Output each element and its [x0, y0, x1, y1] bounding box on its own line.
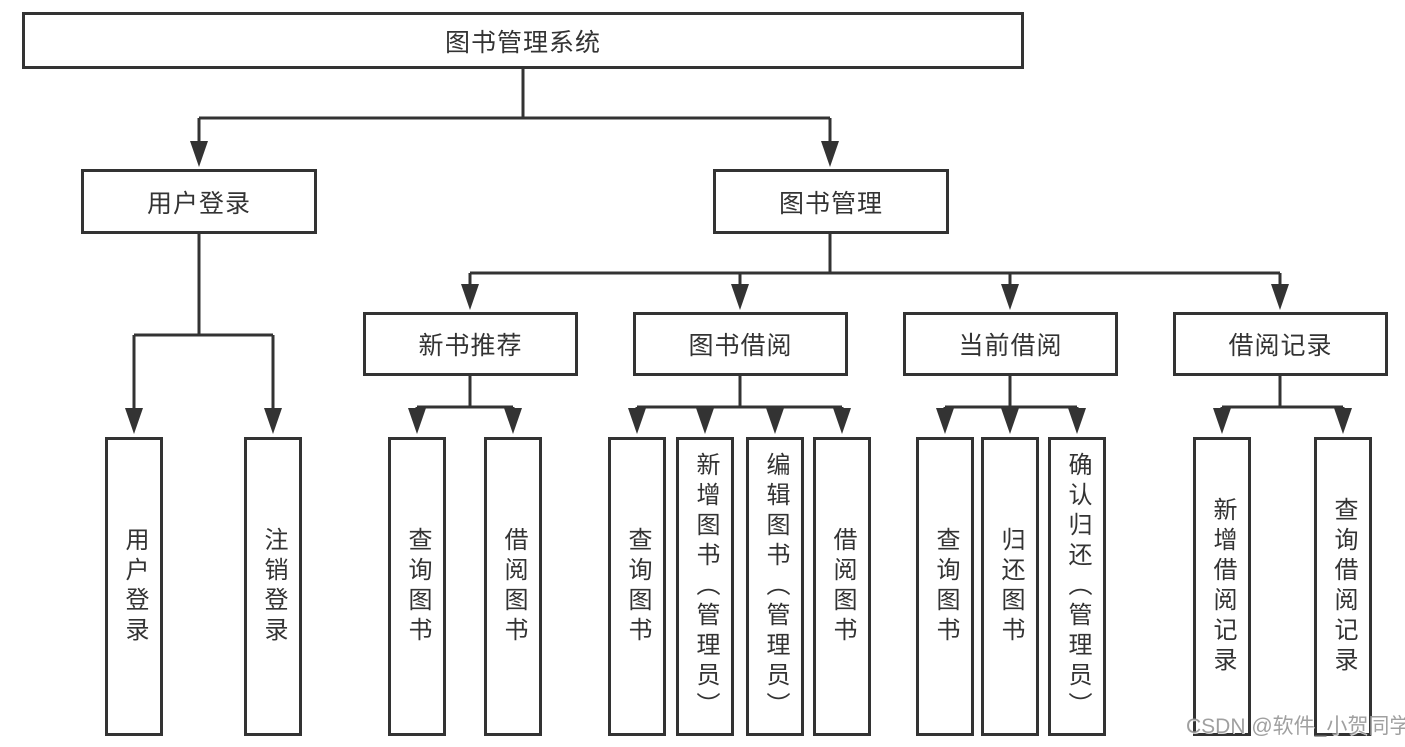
node-current-borrow: 当前借阅: [903, 312, 1118, 376]
node-book-management-label: 图书管理: [778, 189, 883, 218]
node-new-book-recommend: 新书推荐: [363, 312, 578, 376]
node-current-borrow-label: 当前借阅: [958, 332, 1063, 360]
leaf-edit-books-admin-label: 编辑图书（管理员）: [762, 451, 789, 722]
leaf-add-borrow-record: 新增借阅记录: [1193, 437, 1251, 736]
leaf-confirm-return-admin: 确认归还（管理员）: [1048, 437, 1106, 736]
leaf-user-login-label: 用户登录: [121, 526, 148, 647]
leaf-borrow-books-1-label: 借阅图书: [500, 526, 527, 647]
arrowheads: [125, 141, 1352, 434]
leaf-return-books: 归还图书: [981, 437, 1039, 736]
leaf-logout-label: 注销登录: [260, 526, 287, 647]
leaf-query-borrow-record: 查询借阅记录: [1314, 437, 1372, 736]
node-book-management: 图书管理: [713, 169, 949, 234]
leaf-confirm-return-admin-label: 确认归还（管理员）: [1064, 451, 1091, 722]
node-borrow-record: 借阅记录: [1173, 312, 1388, 376]
node-book-borrow: 图书借阅: [633, 312, 848, 376]
leaf-borrow-books-1: 借阅图书: [484, 437, 542, 736]
leaf-query-books-1: 查询图书: [388, 437, 446, 736]
node-user-login: 用户登录: [81, 169, 317, 234]
node-root-system: 图书管理系统: [22, 12, 1024, 69]
leaf-query-books-2-label: 查询图书: [624, 526, 651, 647]
leaf-query-books-3-label: 查询图书: [932, 526, 959, 647]
leaf-borrow-books-2: 借阅图书: [813, 437, 871, 736]
node-borrow-record-label: 借阅记录: [1228, 332, 1333, 360]
leaf-add-borrow-record-label: 新增借阅记录: [1209, 496, 1236, 677]
leaf-query-borrow-record-label: 查询借阅记录: [1330, 496, 1357, 677]
leaf-return-books-label: 归还图书: [997, 526, 1024, 647]
node-user-login-label: 用户登录: [146, 189, 251, 218]
leaf-borrow-books-2-label: 借阅图书: [829, 526, 856, 647]
leaf-query-books-3: 查询图书: [916, 437, 974, 736]
leaf-query-books-1-label: 查询图书: [404, 526, 431, 647]
node-root-label: 图书管理系统: [444, 28, 601, 57]
node-new-book-recommend-label: 新书推荐: [418, 332, 523, 360]
leaf-add-books-admin-label: 新增图书（管理员）: [692, 451, 719, 722]
leaf-user-login: 用户登录: [105, 437, 163, 736]
leaf-query-books-2: 查询图书: [608, 437, 666, 736]
leaf-add-books-admin: 新增图书（管理员）: [676, 437, 734, 736]
leaf-logout: 注销登录: [244, 437, 302, 736]
node-book-borrow-label: 图书借阅: [688, 332, 793, 360]
leaf-edit-books-admin: 编辑图书（管理员）: [746, 437, 804, 736]
